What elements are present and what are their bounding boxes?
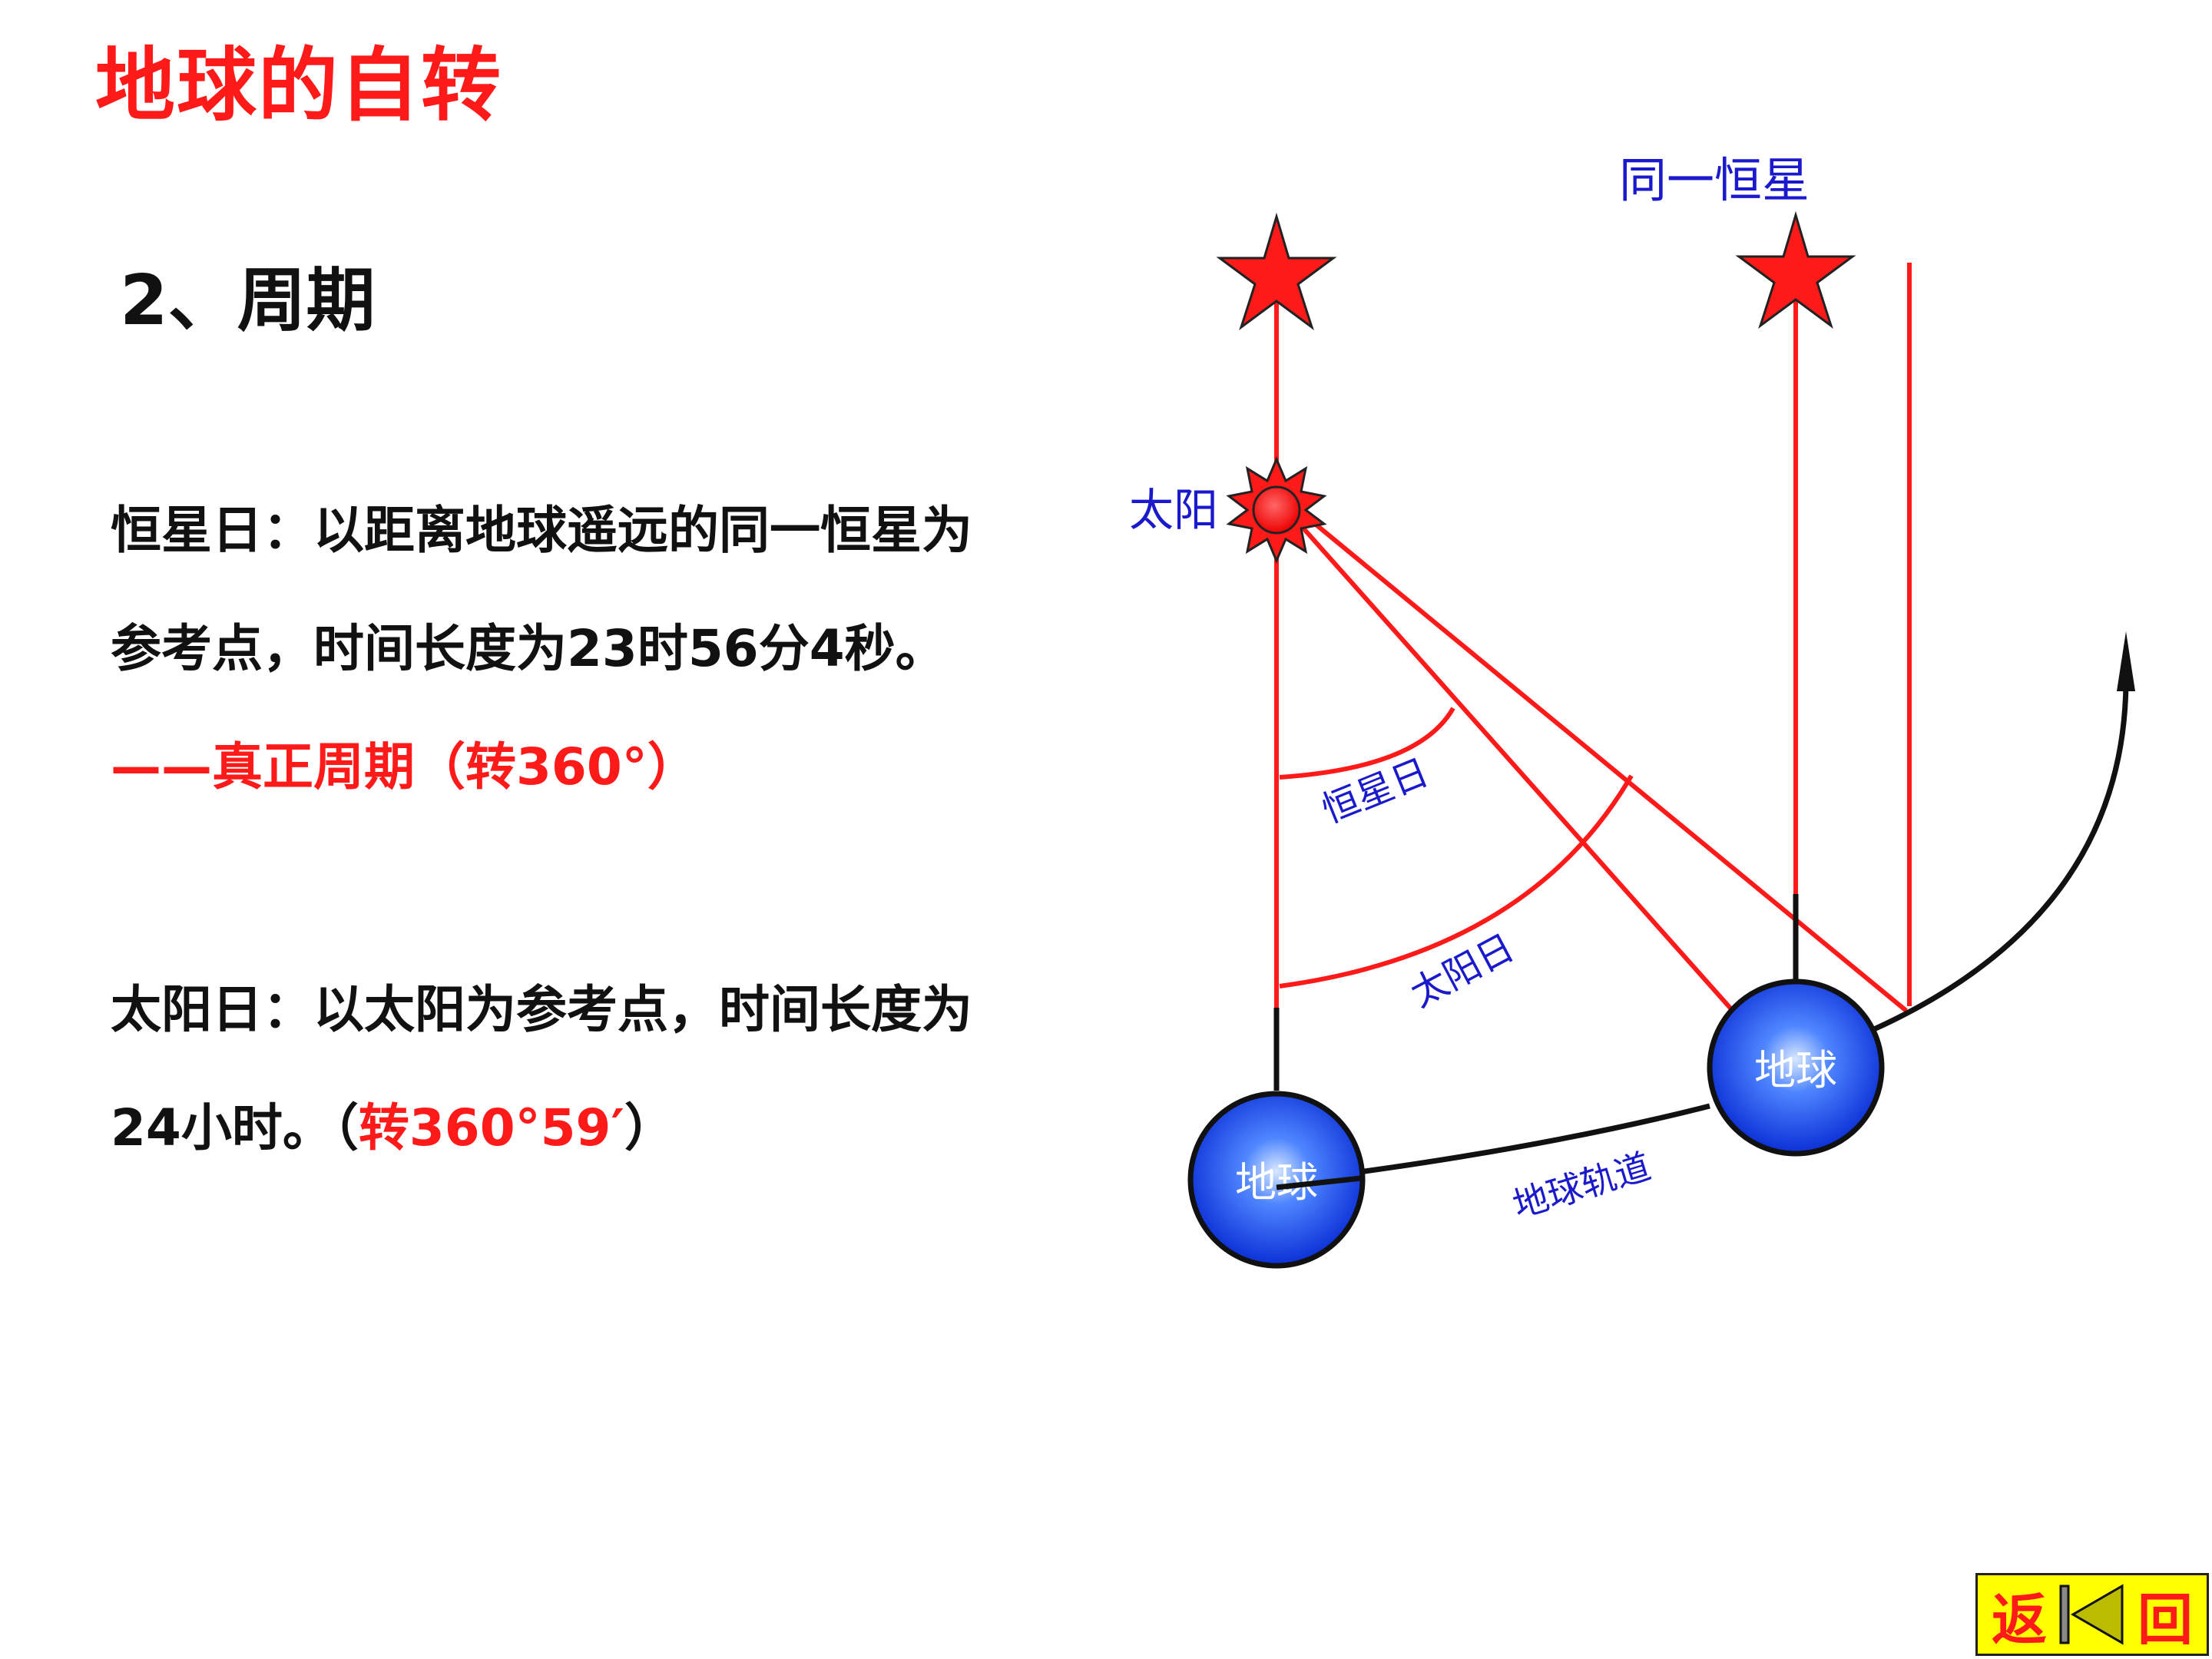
star-icon-left [1216, 212, 1337, 330]
back-button[interactable]: 返 回 [1975, 1573, 2209, 1656]
sidereal-day-arc [1279, 707, 1455, 780]
solar-day-arc [1279, 774, 1634, 988]
section-heading: 2、周期 [120, 260, 376, 341]
sun-label: 太阳 [1129, 484, 1218, 536]
back-button-label-right: 回 [2137, 1587, 2193, 1652]
orbit-label: 地球轨道 [1508, 1145, 1655, 1226]
earth-icon-2: 地球 [1707, 979, 1885, 1157]
solar-text-rotation: 转360°59′ [358, 1098, 624, 1157]
sun-to-orbit-line [1304, 514, 1908, 1013]
solar-text-suffix: ） [624, 1098, 675, 1157]
back-button-label-left: 返 [1992, 1587, 2048, 1652]
page-title: 地球的自转 [95, 38, 503, 132]
solar-text-prefix: 24小时。（ [111, 1098, 359, 1157]
solar-text-line-2: 24小时。（转360°59′） [111, 1103, 675, 1154]
solar-text-line-1: 太阳日：以太阳为参考点，时间长度为 [111, 980, 972, 1039]
sun-to-earth2-line [1296, 521, 1735, 1012]
back-arrow-icon [2059, 1584, 2124, 1645]
sun-icon [1226, 456, 1327, 564]
earth-icon-1: 地球 [1187, 1091, 1366, 1269]
sidereal-text-line-3: ——真正周期（转360°） [111, 737, 698, 796]
earth-label-2: 地球 [1754, 1046, 1837, 1094]
reference-lines [1274, 263, 1912, 1014]
orbit-arrow-icon [2117, 631, 2135, 691]
star-icon-right [1735, 210, 1856, 329]
sidereal-text-line-2: 参考点，时间长度为23时56分4秒。 [111, 619, 946, 678]
same-star-label: 同一恒星 [1619, 152, 1810, 208]
orbit-inner-segment [1276, 1175, 1362, 1190]
solar-day-label: 太阳日 [1403, 926, 1521, 1016]
sidereal-text-line-1: 恒星日：以距离地球遥远的同一恒星为 [111, 501, 972, 560]
